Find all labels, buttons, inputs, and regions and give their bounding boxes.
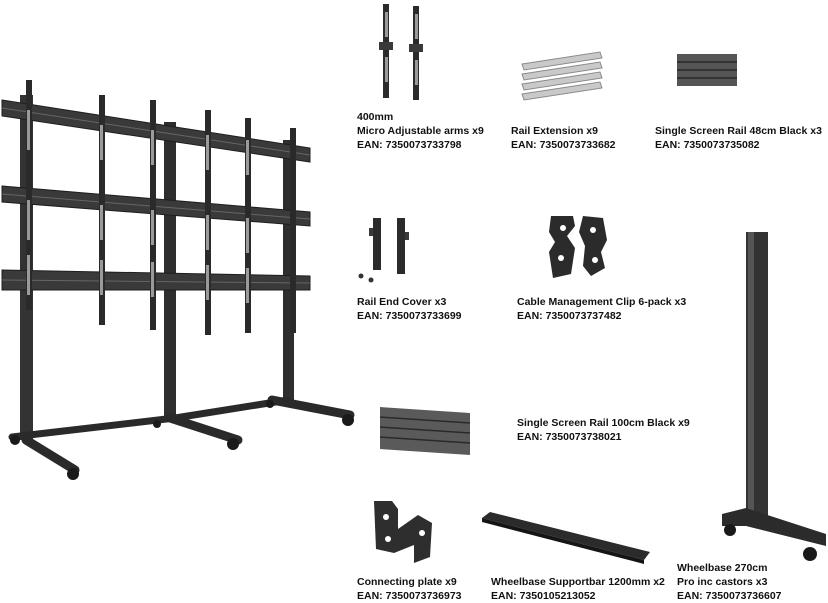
arms-size: 400mm bbox=[357, 111, 394, 123]
cable-clip-image bbox=[549, 216, 607, 278]
wheelbase-name: Pro inc castors x3 bbox=[677, 576, 768, 588]
wheelbase-ean: EAN: 7350073736607 bbox=[677, 590, 782, 602]
rail-extension-image bbox=[521, 51, 603, 101]
connecting-plate-name: Connecting plate x9 bbox=[357, 576, 457, 588]
rail-100cm-image bbox=[379, 407, 471, 455]
wheelbase-length: Wheelbase 270cm bbox=[677, 562, 768, 574]
rail-48-ean: EAN: 7350073735082 bbox=[655, 139, 760, 151]
arms-name: Micro Adjustable arms x9 bbox=[357, 125, 484, 137]
rail-extension-name: Rail Extension x9 bbox=[511, 125, 598, 137]
connecting-plate-ean: EAN: 7350073736973 bbox=[357, 590, 462, 602]
rail-extension-label: Rail Extension x9 EAN: 7350073733682 bbox=[511, 124, 616, 152]
rail-100-ean: EAN: 7350073738021 bbox=[517, 431, 622, 443]
rail-end-cover-label: Rail End Cover x3 EAN: 7350073733699 bbox=[357, 295, 462, 323]
arms-label: 400mm Micro Adjustable arms x9 EAN: 7350… bbox=[357, 110, 484, 152]
cable-clip-label: Cable Management Clip 6-pack x3 EAN: 735… bbox=[517, 295, 686, 323]
rail-48-label: Single Screen Rail 48cm Black x3 EAN: 73… bbox=[655, 124, 822, 152]
rail-48-name: Single Screen Rail 48cm Black x3 bbox=[655, 125, 822, 137]
arms-ean: EAN: 7350073733798 bbox=[357, 139, 462, 151]
rail-48cm-image bbox=[677, 54, 737, 86]
supportbar-name: Wheelbase Supportbar 1200mm x2 bbox=[491, 576, 665, 588]
cable-clip-name: Cable Management Clip 6-pack x3 bbox=[517, 296, 687, 308]
rail-100-name: Single Screen Rail 100cm Black x9 bbox=[517, 417, 690, 429]
wheelbase-270cm-image bbox=[722, 232, 826, 561]
rail-end-cover-image bbox=[358, 218, 409, 283]
rail-100-label: Single Screen Rail 100cm Black x9 EAN: 7… bbox=[517, 416, 690, 444]
rail-end-cover-ean: EAN: 7350073733699 bbox=[357, 310, 462, 322]
connecting-plate-image bbox=[374, 501, 432, 563]
rail-extension-ean: EAN: 7350073733682 bbox=[511, 139, 616, 151]
micro-arms-image bbox=[379, 4, 423, 100]
rail-end-cover-name: Rail End Cover x3 bbox=[357, 296, 447, 308]
wheelbase-label: Wheelbase 270cm Pro inc castors x3 EAN: … bbox=[677, 561, 782, 603]
supportbar-ean: EAN: 7350105213052 bbox=[491, 590, 596, 602]
wheelbase-supportbar-image bbox=[482, 512, 650, 564]
cable-clip-ean: EAN: 7350073737482 bbox=[517, 310, 622, 322]
connecting-plate-label: Connecting plate x9 EAN: 7350073736973 bbox=[357, 575, 462, 603]
supportbar-label: Wheelbase Supportbar 1200mm x2 EAN: 7350… bbox=[491, 575, 665, 603]
